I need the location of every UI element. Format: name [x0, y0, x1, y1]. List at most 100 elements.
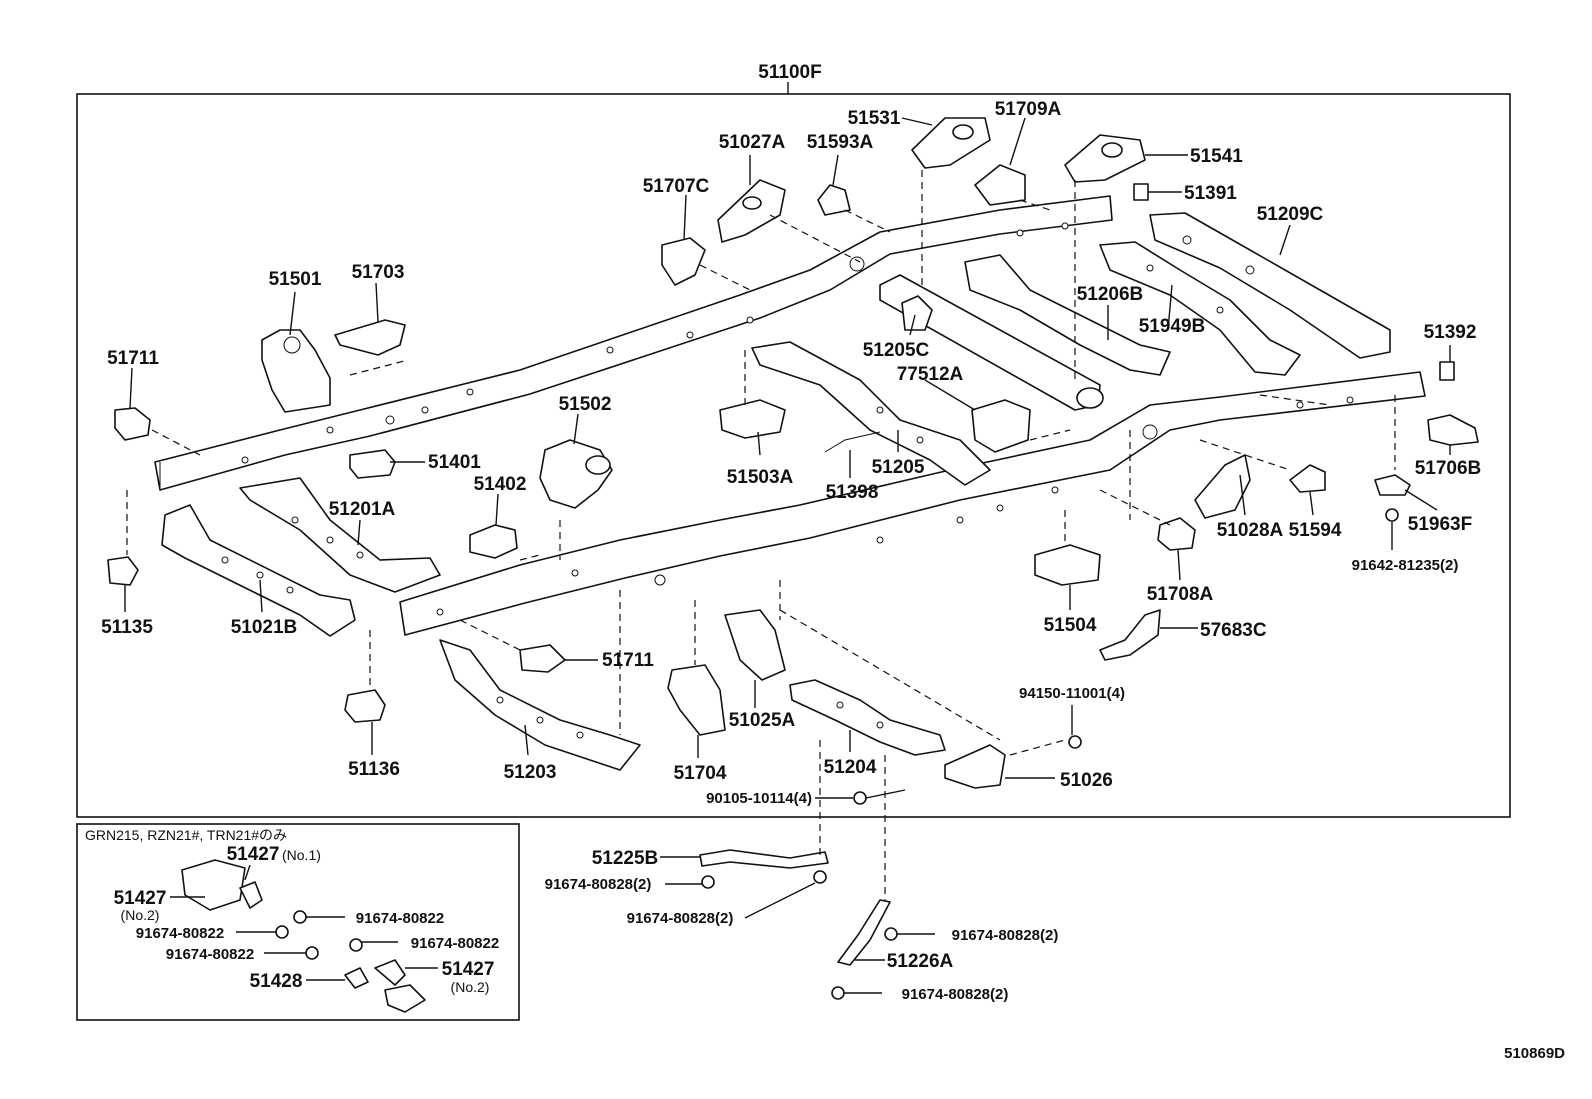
- main-frame-box: [76, 93, 1511, 818]
- inset-part-51427-no2-lower: [374, 959, 406, 986]
- part-51704: [667, 664, 726, 736]
- part-51594: [1289, 464, 1326, 493]
- crossmember-51021b: [161, 504, 356, 637]
- label-51028a: 51028A: [1217, 520, 1284, 541]
- label-inset-no1: (No.1): [282, 847, 321, 863]
- part-51703: [334, 319, 406, 356]
- label-51201a: 51201A: [329, 499, 396, 520]
- label-51703: 51703: [352, 262, 405, 283]
- label-77512a: 77512A: [897, 364, 964, 385]
- label-51204: 51204: [824, 757, 877, 778]
- inset-part-51428: [344, 967, 369, 989]
- label-51708a: 51708A: [1147, 584, 1214, 605]
- label-51025a: 51025A: [729, 710, 796, 731]
- label-51593a: 51593A: [807, 132, 874, 153]
- inset-part-51427-no1: [181, 859, 246, 911]
- label-51709a: 51709A: [995, 99, 1062, 120]
- label-inset-51427-no1: 51427: [227, 844, 280, 865]
- label-51963f: 51963F: [1408, 514, 1472, 535]
- part-51541-hole: [1101, 142, 1123, 158]
- part-94150-nut: [1068, 735, 1082, 749]
- label-51205: 51205: [872, 457, 925, 478]
- label-90105: 90105-10114(4): [706, 790, 812, 807]
- label-inset-51428: 51428: [250, 971, 303, 992]
- part-77512a: [971, 399, 1031, 453]
- label-inset-91674-a: 91674-80822: [356, 910, 444, 927]
- label-91674-80828-d: 91674-80828(2): [902, 986, 1009, 1003]
- part-51531: [911, 117, 991, 169]
- inset-caption: GRN215, RZN21#, TRN21#のみ: [85, 827, 287, 843]
- part-51401: [349, 449, 396, 479]
- label-inset-51427-right: 51427: [442, 959, 495, 980]
- label-51502: 51502: [559, 394, 612, 415]
- label-51100f: 51100F: [758, 62, 821, 83]
- label-51205c: 51205C: [863, 340, 930, 361]
- label-51021b: 51021B: [231, 617, 298, 638]
- part-51135: [107, 556, 139, 586]
- leader-lines: [124, 117, 1451, 994]
- part-57683c: [1099, 609, 1161, 661]
- label-51135: 51135: [101, 617, 153, 638]
- label-91642: 91642-81235(2): [1352, 557, 1459, 574]
- label-51531: 51531: [848, 108, 901, 129]
- part-91642-bolt: [1385, 508, 1399, 522]
- crossmember-51204: [789, 679, 946, 756]
- part-51531-hole: [952, 124, 974, 140]
- part-51501-hole: [283, 336, 301, 354]
- label-inset-51427-left: 51427: [114, 888, 167, 909]
- inset-part-bracket: [384, 984, 426, 1013]
- nut-91674-b: [813, 870, 827, 884]
- part-51541: [1064, 134, 1146, 183]
- frame-rail-lower: [399, 371, 1426, 636]
- nut-91674-a: [701, 875, 715, 889]
- nut-91674-d: [831, 986, 845, 1000]
- part-51707c: [661, 237, 706, 286]
- part-51392: [1439, 361, 1455, 381]
- label-51503a: 51503A: [727, 467, 794, 488]
- part-51504: [1034, 544, 1101, 586]
- axle-tube: [879, 274, 1104, 411]
- label-51136: 51136: [348, 759, 400, 780]
- part-51391: [1133, 183, 1149, 201]
- label-inset-no2-left: (No.2): [121, 907, 160, 923]
- part-labels: 51100F 51501 51703 51711 51401 51502 514…: [85, 62, 1565, 1062]
- label-51225b: 51225B: [592, 848, 659, 869]
- crossmember-51206b: [964, 254, 1171, 376]
- label-inset-91674-b: 91674-80822: [136, 925, 224, 942]
- inset-nut-b: [275, 925, 289, 939]
- label-51704: 51704: [674, 763, 727, 784]
- label-94150: 94150-11001(4): [1019, 685, 1125, 702]
- label-51226a: 51226A: [887, 951, 954, 972]
- crossmember-51209c: [1149, 212, 1391, 359]
- part-51025a: [724, 609, 786, 681]
- crossmember-51201a: [239, 477, 441, 593]
- part-51398: [824, 431, 881, 453]
- label-51209c: 51209C: [1257, 204, 1324, 225]
- label-inset-91674-c: 91674-80822: [411, 935, 499, 952]
- part-51205c: [901, 295, 933, 331]
- label-51949b: 51949B: [1139, 316, 1206, 337]
- part-90105-bolt: [853, 791, 867, 805]
- label-91674-80828-c: 91674-80828(2): [952, 927, 1059, 944]
- frame-rail-upper: [154, 195, 1113, 491]
- nut-91674-c: [884, 927, 898, 941]
- label-51026: 51026: [1060, 770, 1113, 791]
- part-51226a: [837, 899, 891, 966]
- label-51402: 51402: [474, 474, 527, 495]
- inset-part-51427-no2-upper: [239, 881, 263, 909]
- label-inset-no2-right: (No.2): [451, 979, 490, 995]
- label-51401: 51401: [428, 452, 481, 473]
- part-51593a: [817, 184, 851, 216]
- label-51711-left: 51711: [107, 348, 159, 369]
- label-51707c: 51707C: [643, 176, 710, 197]
- part-51708a: [1157, 517, 1196, 551]
- part-51709a: [974, 164, 1026, 206]
- part-51963f: [1374, 474, 1411, 496]
- part-51502-boss: [585, 455, 611, 475]
- label-51711-lower: 51711: [602, 650, 654, 671]
- crossmember-51949b: [1099, 241, 1301, 376]
- label-51504: 51504: [1044, 615, 1097, 636]
- part-51711-left: [114, 407, 151, 441]
